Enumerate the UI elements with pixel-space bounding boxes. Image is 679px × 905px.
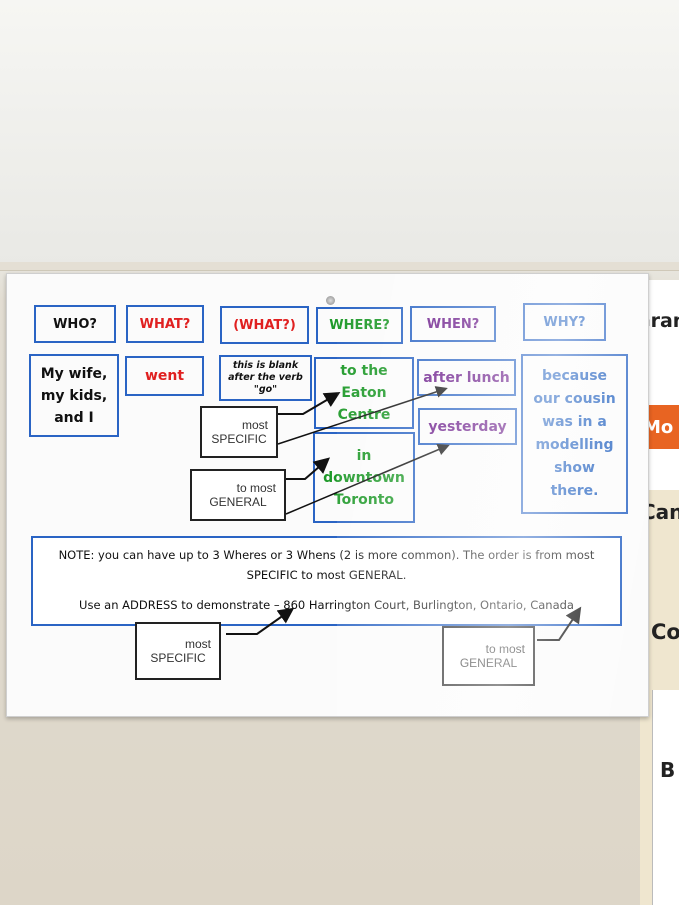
adjacent-poster-text-5: B <box>660 758 676 782</box>
wall <box>0 0 679 265</box>
label-address-most-specific-line-2: SPECIFIC <box>150 651 206 665</box>
label-most-specific: most SPECIFIC <box>200 406 278 458</box>
pushpin <box>326 296 335 305</box>
arrow-specific-to-where <box>278 391 341 415</box>
cell-who-line-3: and I <box>54 409 94 426</box>
label-to-most-general-line-2: GENERAL <box>209 495 267 509</box>
arrow-general-to-when <box>285 443 450 515</box>
header-what: WHAT? <box>126 305 204 343</box>
arrows <box>226 386 582 641</box>
wall-ledge <box>0 262 679 271</box>
cell-who: My wife, my kids, and I <box>29 354 119 437</box>
arrow-general-to-where <box>286 457 331 480</box>
adjacent-panel-2 <box>652 690 679 905</box>
header-what-optional: (WHAT?) <box>220 306 309 344</box>
header-who: WHO? <box>34 305 116 343</box>
cell-who-line-2: my kids, <box>40 387 108 404</box>
label-most-specific-line-2: SPECIFIC <box>211 432 267 446</box>
cell-what-optional-line-1: this is blank <box>232 360 299 371</box>
cell-who-line-1: My wife, <box>40 365 108 382</box>
grammar-poster: WHO? WHAT? (WHAT?) WHERE? WHEN? WHY? My … <box>6 273 649 717</box>
cell-what-optional-line-2: after the verb <box>228 372 303 383</box>
arrow-address-specific <box>226 607 295 635</box>
label-most-specific-line-1: most <box>241 418 268 432</box>
cell-what-optional: this is blank after the verb "go" <box>219 355 312 401</box>
arrow-address-general <box>537 606 582 641</box>
label-address-most-specific: most SPECIFIC <box>135 622 221 680</box>
label-to-most-general: to most GENERAL <box>190 469 286 521</box>
adjacent-poster-text-4: Co <box>651 620 679 644</box>
cell-what: went <box>125 356 204 396</box>
label-to-most-general-line-1: to most <box>236 481 276 495</box>
arrow-specific-to-when <box>277 386 448 445</box>
label-address-most-specific-line-1: most <box>184 637 211 651</box>
cell-what-optional-line-3: "go" <box>253 384 278 395</box>
